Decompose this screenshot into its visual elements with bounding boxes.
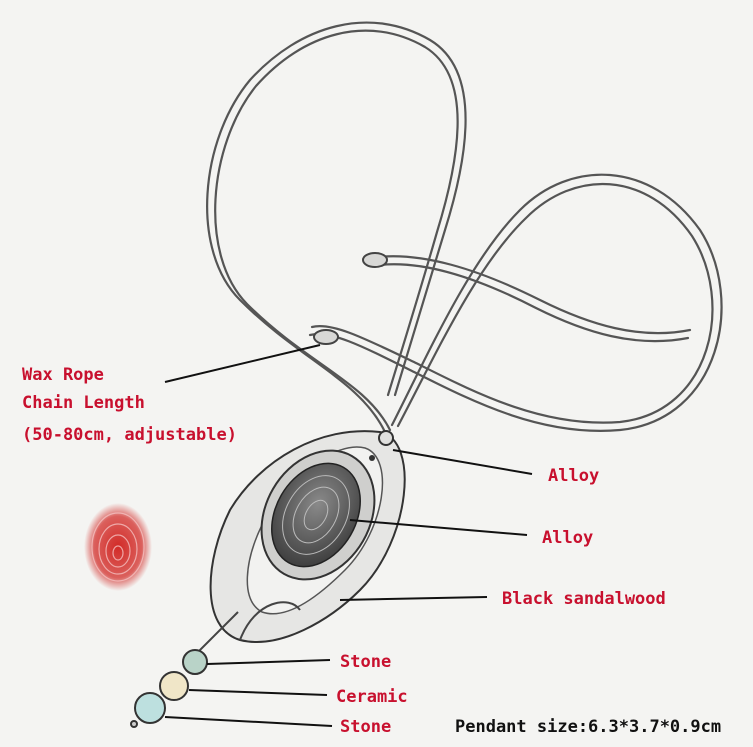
label-stone-top: Stone bbox=[340, 652, 391, 672]
wax-rope bbox=[206, 21, 723, 434]
rope-knot-icon bbox=[313, 252, 388, 345]
label-ceramic: Ceramic bbox=[336, 687, 408, 707]
label-alloy-center: Alloy bbox=[542, 528, 593, 548]
label-adjustable: (50-80cm, adjustable) bbox=[22, 425, 237, 445]
label-stone-bottom: Stone bbox=[340, 717, 391, 737]
ceramic-bead bbox=[159, 671, 189, 701]
pendant bbox=[194, 430, 406, 656]
label-pendant-size: Pendant size:6.3*3.7*0.9cm bbox=[455, 717, 721, 737]
stone-bead-top bbox=[182, 649, 208, 675]
alloy-bail bbox=[378, 430, 394, 446]
bead-chain bbox=[130, 649, 208, 728]
black-sandalwood-center bbox=[271, 462, 361, 568]
label-black-sandalwood: Black sandalwood bbox=[502, 589, 666, 609]
label-chain-length: Chain Length bbox=[22, 393, 145, 413]
callout-labels: Wax Rope Chain Length (50-80cm, adjustab… bbox=[22, 365, 721, 737]
label-alloy-top: Alloy bbox=[548, 466, 599, 486]
fingerprint-icon bbox=[84, 503, 152, 591]
label-wax-rope: Wax Rope bbox=[22, 365, 104, 385]
leader-lines bbox=[164, 344, 533, 727]
stone-bead-bottom bbox=[134, 692, 166, 724]
